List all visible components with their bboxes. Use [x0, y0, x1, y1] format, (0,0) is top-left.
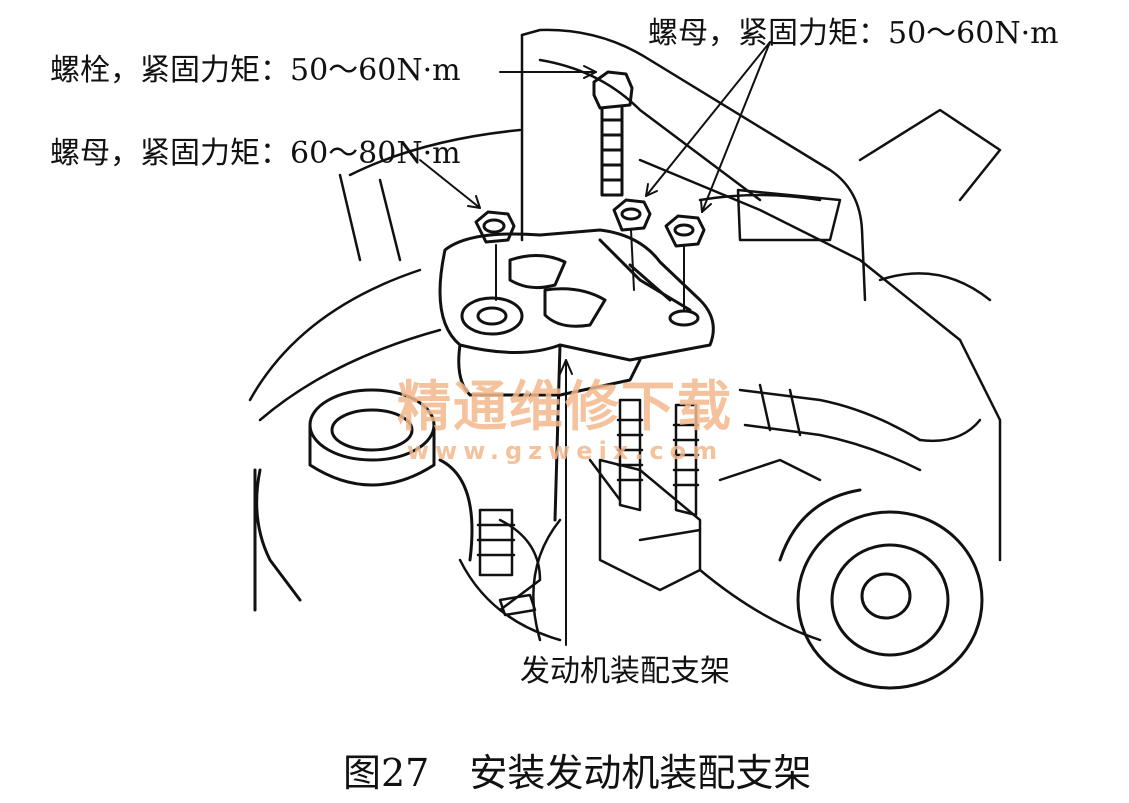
bolt-torque-label: 螺栓，紧固力矩：50～60N·m [50, 53, 461, 88]
reservoir-cap [253, 388, 474, 612]
nut-left-torque-label: 螺母，紧固力矩：60～80N·m [50, 136, 461, 171]
nut-right-1 [612, 198, 652, 232]
bracket-label: 发动机装配支架 [520, 654, 730, 689]
figure-number: 图27 [343, 751, 430, 795]
figure-title: 安装发动机装配支架 [469, 751, 812, 795]
bolt [592, 70, 634, 197]
engine-bay-outline [248, 28, 1002, 562]
figure-caption: 图27 安装发动机装配支架 [343, 742, 811, 797]
engine-mount-bracket [438, 228, 715, 522]
nut-right-torque-label: 螺母，紧固力矩：50～60N·m [648, 16, 1059, 51]
nut-right-2 [664, 214, 706, 248]
coolant-hose [738, 383, 982, 472]
lower-left-stud [476, 508, 542, 617]
pulley-wheel [778, 488, 984, 690]
nut-left [474, 210, 516, 244]
mount-studs [616, 398, 700, 517]
leader-lines [419, 41, 771, 646]
